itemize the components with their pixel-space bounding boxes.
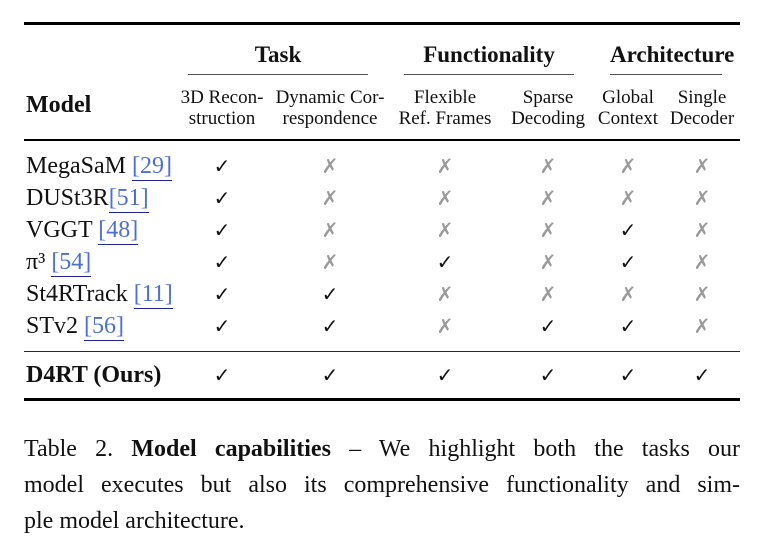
capability-cell: ✓ bbox=[436, 362, 454, 387]
capability-cell: ✗ bbox=[619, 281, 637, 306]
ours-model-cell: D4RT (Ours) bbox=[24, 352, 170, 400]
capabilities-table: Model Task Functionality Architecture 3D… bbox=[24, 22, 741, 401]
model-cell: π³ [54] bbox=[24, 246, 170, 278]
table-header: Model Task Functionality Architecture 3D… bbox=[24, 24, 741, 140]
citation-link[interactable]: [56] bbox=[84, 312, 124, 341]
paper-page: Model Task Functionality Architecture 3D… bbox=[24, 22, 741, 539]
citation-link[interactable]: [51] bbox=[108, 184, 149, 213]
capability-cell: ✓ bbox=[321, 362, 339, 387]
model-name: VGGT bbox=[26, 216, 99, 243]
capability-cell: ✓ bbox=[213, 362, 231, 387]
capability-cell: ✓ bbox=[213, 313, 231, 338]
capability-cell: ✓ bbox=[436, 249, 454, 274]
capability-cell: ✗ bbox=[321, 217, 339, 242]
model-name: STv2 bbox=[26, 312, 85, 339]
group-header-functionality: Functionality bbox=[404, 42, 575, 75]
capability-cell: ✗ bbox=[693, 249, 711, 274]
model-name: DUSt3R bbox=[26, 184, 109, 211]
capability-cell: ✓ bbox=[213, 185, 231, 210]
citation-link[interactable]: [54] bbox=[51, 248, 92, 277]
model-row: VGGT [48] ✓ ✗ ✗ ✗ ✓ ✗ bbox=[24, 214, 740, 246]
citation-link[interactable]: [48] bbox=[98, 216, 139, 245]
model-row: St4RTrack [11] ✓ ✓ ✗ ✗ ✗ ✗ bbox=[24, 278, 740, 310]
model-cell: VGGT [48] bbox=[24, 214, 170, 246]
model-name: π³ bbox=[26, 248, 52, 275]
model-cell: DUSt3R[51] bbox=[24, 182, 170, 214]
model-cell: STv2 [56] bbox=[24, 310, 170, 352]
caption-text: ple model architecture. bbox=[24, 508, 245, 534]
table-caption: Table 2. Model capabilities – We highlig… bbox=[24, 431, 740, 539]
group-header-task-cell: Task bbox=[170, 24, 386, 75]
col-header-flexible-ref-frames: Flexible Ref. Frames bbox=[398, 87, 492, 129]
ours-row-section: D4RT (Ours) ✓ ✓ ✓ ✓ ✓ ✓ bbox=[24, 351, 741, 400]
col-header-single-decoder: Single Decoder bbox=[669, 87, 735, 129]
model-column-header: Model bbox=[26, 92, 92, 118]
group-header-architecture-cell: Architecture bbox=[592, 24, 740, 75]
capability-cell: ✓ bbox=[321, 281, 339, 306]
model-row: π³ [54] ✓ ✗ ✓ ✗ ✓ ✗ bbox=[24, 246, 740, 278]
table-body: MegaSaM [29] ✓ ✗ ✗ ✗ ✗ ✗ DUSt3R[51] ✓ ✗ … bbox=[24, 140, 740, 352]
capability-cell: ✓ bbox=[539, 362, 557, 387]
col-header-global-context: Global Context bbox=[597, 87, 659, 129]
citation-link[interactable]: [11] bbox=[133, 280, 173, 309]
capability-cell: ✗ bbox=[619, 153, 637, 178]
citation-link[interactable]: [29] bbox=[131, 152, 172, 181]
group-header-functionality-cell: Functionality bbox=[386, 24, 592, 75]
capability-cell: ✓ bbox=[213, 281, 231, 306]
caption-line-2: model executes but also its comprehensiv… bbox=[24, 467, 740, 503]
capability-cell: ✓ bbox=[539, 313, 557, 338]
column-header-row: 3D Recon- struction Dynamic Cor- respond… bbox=[24, 75, 740, 140]
capability-cell: ✓ bbox=[321, 313, 339, 338]
caption-title: Model capabilities bbox=[131, 436, 331, 462]
capability-cell: ✗ bbox=[539, 281, 557, 306]
capability-cell: ✗ bbox=[436, 185, 454, 210]
model-name: St4RTrack bbox=[26, 280, 134, 307]
capability-cell: ✗ bbox=[436, 153, 454, 178]
capability-cell: ✓ bbox=[213, 153, 231, 178]
capability-cell: ✓ bbox=[619, 362, 637, 387]
group-header-architecture: Architecture bbox=[610, 42, 734, 75]
model-row: DUSt3R[51] ✓ ✗ ✗ ✗ ✗ ✗ bbox=[24, 182, 740, 214]
capability-cell: ✓ bbox=[619, 217, 637, 242]
ours-row: D4RT (Ours) ✓ ✓ ✓ ✓ ✓ ✓ bbox=[24, 352, 740, 400]
capability-cell: ✗ bbox=[436, 313, 454, 338]
group-header-row: Model Task Functionality Architecture bbox=[24, 24, 740, 118]
caption-table-number: Table 2. bbox=[24, 436, 114, 462]
capability-cell: ✗ bbox=[436, 217, 454, 242]
capability-cell: ✗ bbox=[321, 249, 339, 274]
col-header-sparse-decoding: Sparse Decoding bbox=[511, 87, 585, 129]
model-row: STv2 [56] ✓ ✓ ✗ ✓ ✓ ✗ bbox=[24, 310, 740, 352]
capability-cell: ✗ bbox=[321, 185, 339, 210]
capability-cell: ✗ bbox=[693, 313, 711, 338]
capability-cell: ✗ bbox=[321, 153, 339, 178]
model-name: MegaSaM bbox=[26, 152, 132, 179]
capability-cell: ✗ bbox=[436, 281, 454, 306]
caption-text: model executes but also its comprehensiv… bbox=[24, 472, 740, 498]
ours-model-name: D4RT (Ours) bbox=[26, 361, 162, 388]
model-cell: St4RTrack [11] bbox=[24, 278, 173, 310]
capability-cell: ✓ bbox=[213, 217, 231, 242]
capability-cell: ✗ bbox=[539, 217, 557, 242]
model-row: MegaSaM [29] ✓ ✗ ✗ ✗ ✗ ✗ bbox=[24, 140, 740, 182]
capability-cell: ✗ bbox=[539, 153, 557, 178]
col-header-3d-reconstruction: 3D Recon- struction bbox=[180, 87, 264, 129]
capability-cell: ✗ bbox=[693, 185, 711, 210]
capability-cell: ✓ bbox=[619, 249, 637, 274]
capability-cell: ✓ bbox=[619, 313, 637, 338]
capability-cell: ✗ bbox=[619, 185, 637, 210]
capability-cell: ✓ bbox=[213, 249, 231, 274]
group-header-task: Task bbox=[188, 42, 369, 75]
capability-cell: ✓ bbox=[693, 362, 711, 387]
capability-cell: ✗ bbox=[693, 217, 711, 242]
col-header-dynamic-correspondence: Dynamic Cor- respondence bbox=[275, 87, 385, 129]
caption-line-1: Table 2. Model capabilities – We highlig… bbox=[24, 431, 740, 467]
capability-cell: ✗ bbox=[539, 249, 557, 274]
capability-cell: ✗ bbox=[693, 153, 711, 178]
caption-line-3: ple model architecture. bbox=[24, 503, 740, 539]
caption-text: – We highlight both the tasks our bbox=[349, 436, 741, 462]
capability-cell: ✗ bbox=[539, 185, 557, 210]
model-cell: MegaSaM [29] bbox=[24, 140, 172, 182]
capability-cell: ✗ bbox=[693, 281, 711, 306]
